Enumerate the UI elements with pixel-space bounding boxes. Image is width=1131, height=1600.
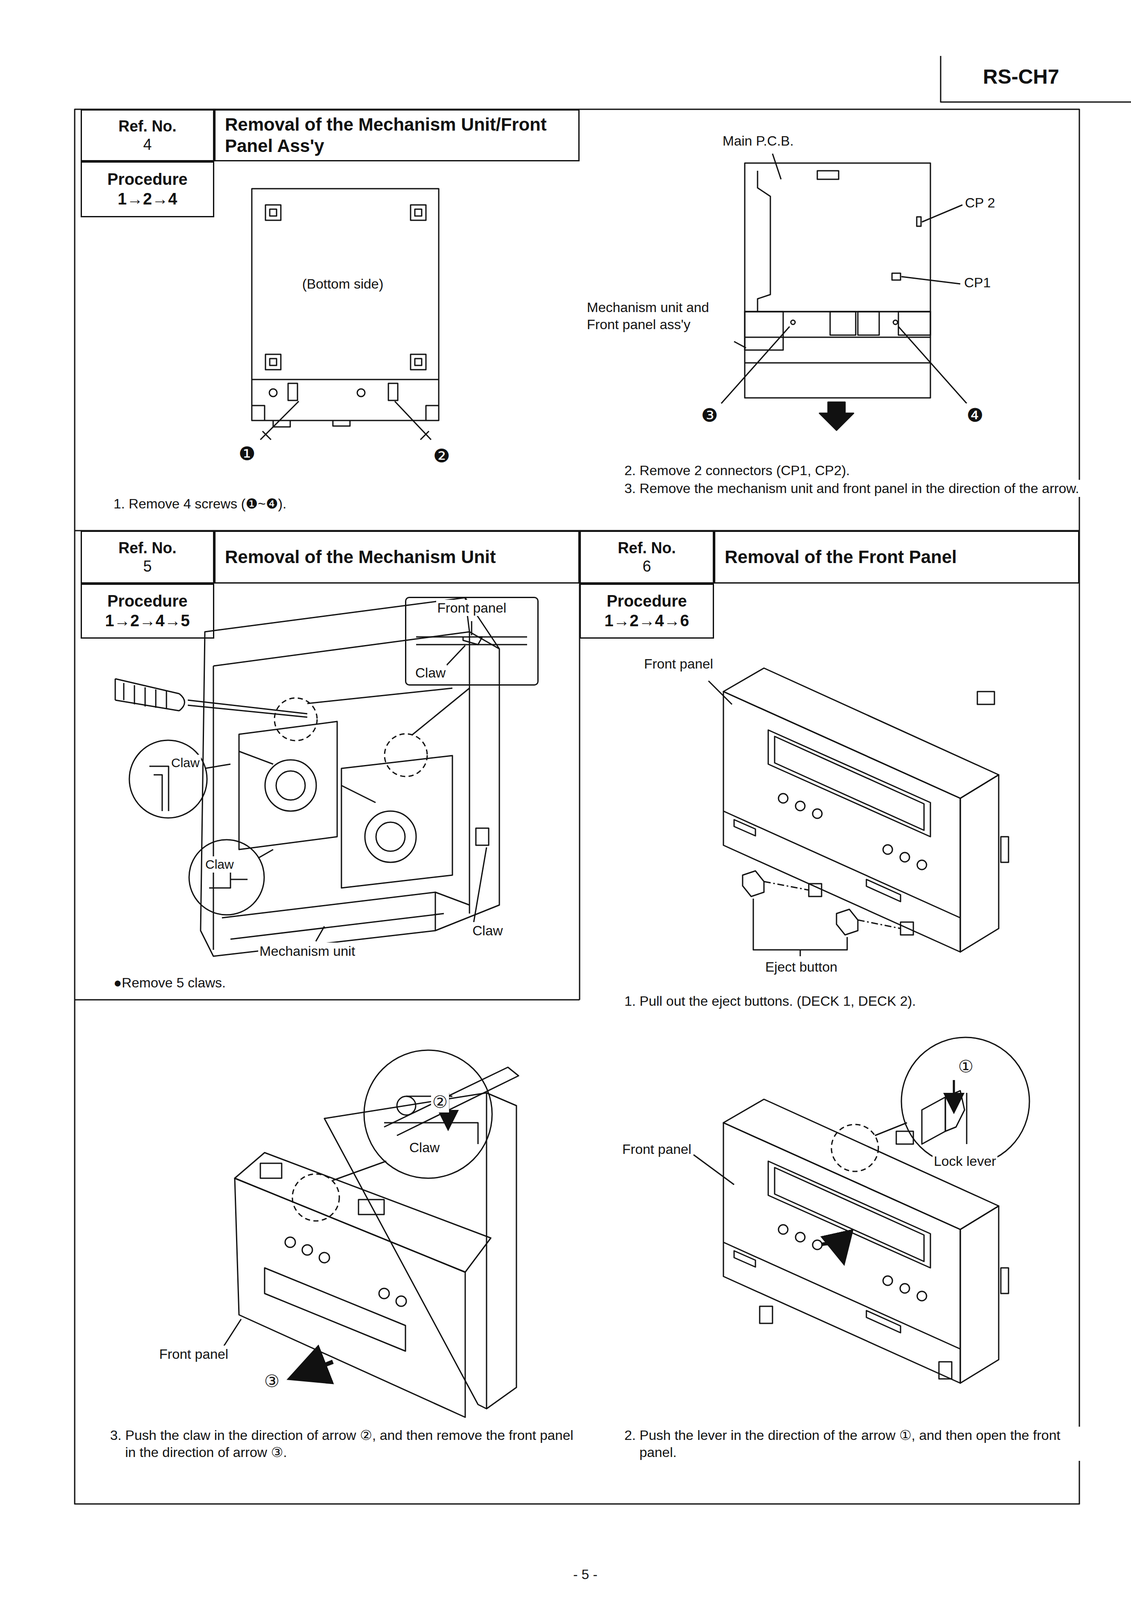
ref-number-box: Ref. No.4 — [80, 109, 215, 162]
claw-label: Claw — [169, 754, 202, 771]
procedure-heading: Procedure — [606, 591, 688, 612]
procedure-box: Procedure1→2→4 — [80, 161, 215, 218]
inset-detail-box: Front panelClaw — [405, 596, 539, 686]
procedure-steps: 1→2→4→5 — [104, 611, 190, 631]
claw-label: Claw — [471, 921, 505, 939]
procedure-steps: 1→2→4 — [117, 189, 178, 210]
front-panel-removal-drawing — [221, 1049, 519, 1417]
part-label: Front panel — [620, 1140, 693, 1158]
procedure-heading: Procedure — [107, 591, 188, 612]
mechanism-unit-drawing — [115, 597, 528, 957]
instruction-note: 2. Push the lever in the direction of th… — [624, 1426, 1085, 1461]
section-divider — [74, 999, 580, 1001]
page-frame — [74, 109, 1080, 1504]
part-label: Mechanism unit — [258, 942, 357, 960]
ref-heading: Ref. No. — [118, 538, 177, 557]
procedure-heading: Procedure — [107, 169, 188, 190]
bottom-view-drawing — [251, 188, 439, 440]
callout-number: ③ — [262, 1370, 281, 1392]
callout-number: ② — [431, 1090, 449, 1113]
connector-label: CP1 — [962, 274, 992, 292]
ref-number: 5 — [142, 556, 152, 576]
section-title: Removal of the Mechanism Unit — [224, 546, 496, 568]
model-number: RS-CH7 — [981, 64, 1061, 90]
part-label: Lock lever — [932, 1152, 998, 1170]
part-label: Eject button — [763, 958, 839, 976]
connector-label: CP 2 — [963, 194, 997, 212]
ref-heading: Ref. No. — [617, 538, 676, 557]
instruction-note: 1. Pull out the eject buttons. (DECK 1, … — [624, 992, 918, 1010]
callout-number: ❷ — [431, 443, 452, 468]
callout-number: ❶ — [237, 441, 257, 466]
section-title-box: Removal of the Mechanism Unit — [214, 530, 580, 584]
lock-lever-drawing — [693, 1037, 1030, 1383]
section-title-box: Removal of the Mechanism Unit/Front Pane… — [214, 109, 580, 162]
header-rule — [940, 55, 1131, 103]
callout-number: ❸ — [699, 403, 720, 427]
procedure-box: Procedure1→2→4→5 — [80, 583, 215, 639]
main-pcb-drawing — [721, 153, 967, 431]
part-label: Main P.C.B. — [721, 132, 796, 150]
ref-number: 6 — [642, 556, 651, 576]
callout-number: ① — [956, 1055, 975, 1077]
section-title: Removal of the Front Panel — [724, 546, 957, 568]
instruction-note: 3. Push the claw in the direction of arr… — [110, 1426, 579, 1461]
callout-number: ❹ — [965, 403, 985, 427]
section-title-box: Removal of the Front Panel — [714, 530, 1080, 584]
part-label: Front panel — [642, 655, 715, 673]
part-label: Front panel — [436, 599, 508, 616]
part-label: Mechanism unit and Front panel ass'y — [585, 298, 742, 333]
claw-label: Claw — [204, 856, 236, 873]
page-number: - 5 - — [571, 1565, 599, 1583]
instruction-note: 2. Remove 2 connectors (CP1, CP2). — [624, 461, 852, 479]
instruction-note: 3. Remove the mechanism unit and front p… — [624, 479, 1085, 497]
claw-label: Claw — [408, 1138, 441, 1156]
procedure-steps: 1→2→4→6 — [604, 611, 690, 631]
part-label: Front panel — [157, 1345, 230, 1363]
ref-number: 4 — [142, 135, 152, 154]
ref-heading: Ref. No. — [118, 116, 177, 136]
claw-label: Claw — [413, 664, 447, 681]
front-panel-drawing — [708, 667, 1009, 957]
procedure-box: Procedure1→2→4→6 — [579, 583, 715, 639]
ref-number-box: Ref. No.6 — [579, 530, 715, 584]
section-title: Removal of the Mechanism Unit/Front Pane… — [224, 113, 569, 158]
instruction-note: 1. Remove 4 screws (❶~❹). — [112, 495, 288, 513]
view-label: (Bottom side) — [300, 275, 385, 293]
instruction-note: ●Remove 5 claws. — [112, 973, 228, 992]
ref-number-box: Ref. No.5 — [80, 530, 215, 584]
